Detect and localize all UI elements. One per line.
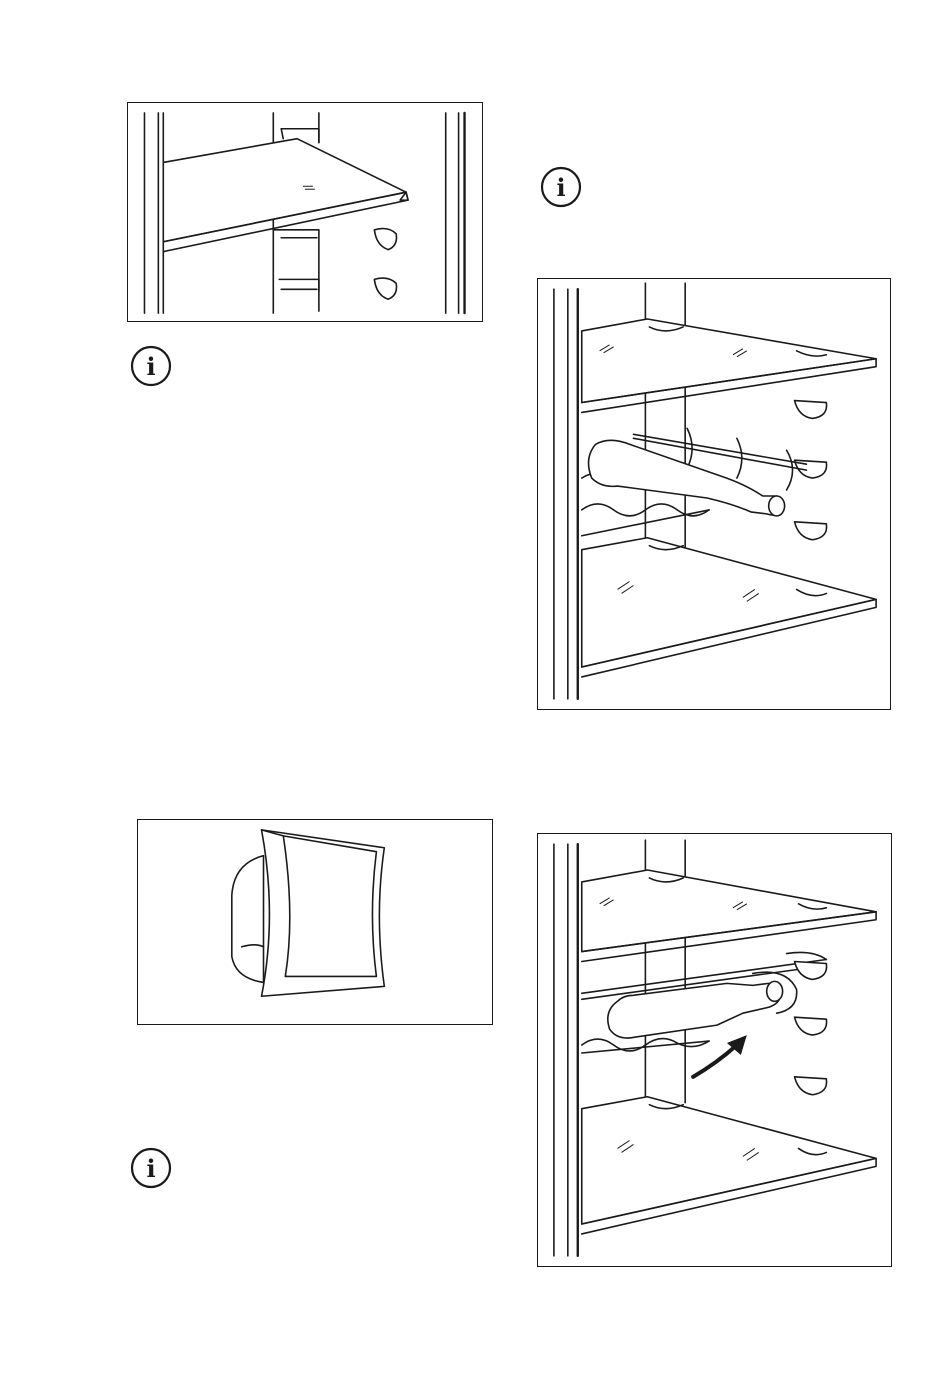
wine-rack-tilted-figure [537,833,892,1267]
information-icon: i [130,345,172,387]
wine-rack-figure [537,278,891,710]
wine-rack-drawing [538,279,890,709]
svg-text:i: i [146,352,155,381]
shelf-removal-figure [127,102,483,322]
shelf-support-drawing [138,820,492,1024]
information-icon: i [130,1147,172,1189]
shelf-removal-drawing [128,103,482,321]
information-icon: i [540,166,582,208]
svg-text:i: i [556,173,565,202]
shelf-support-detail-figure [137,819,493,1025]
wine-rack-tilted-drawing [538,834,891,1266]
svg-text:i: i [146,1154,155,1183]
